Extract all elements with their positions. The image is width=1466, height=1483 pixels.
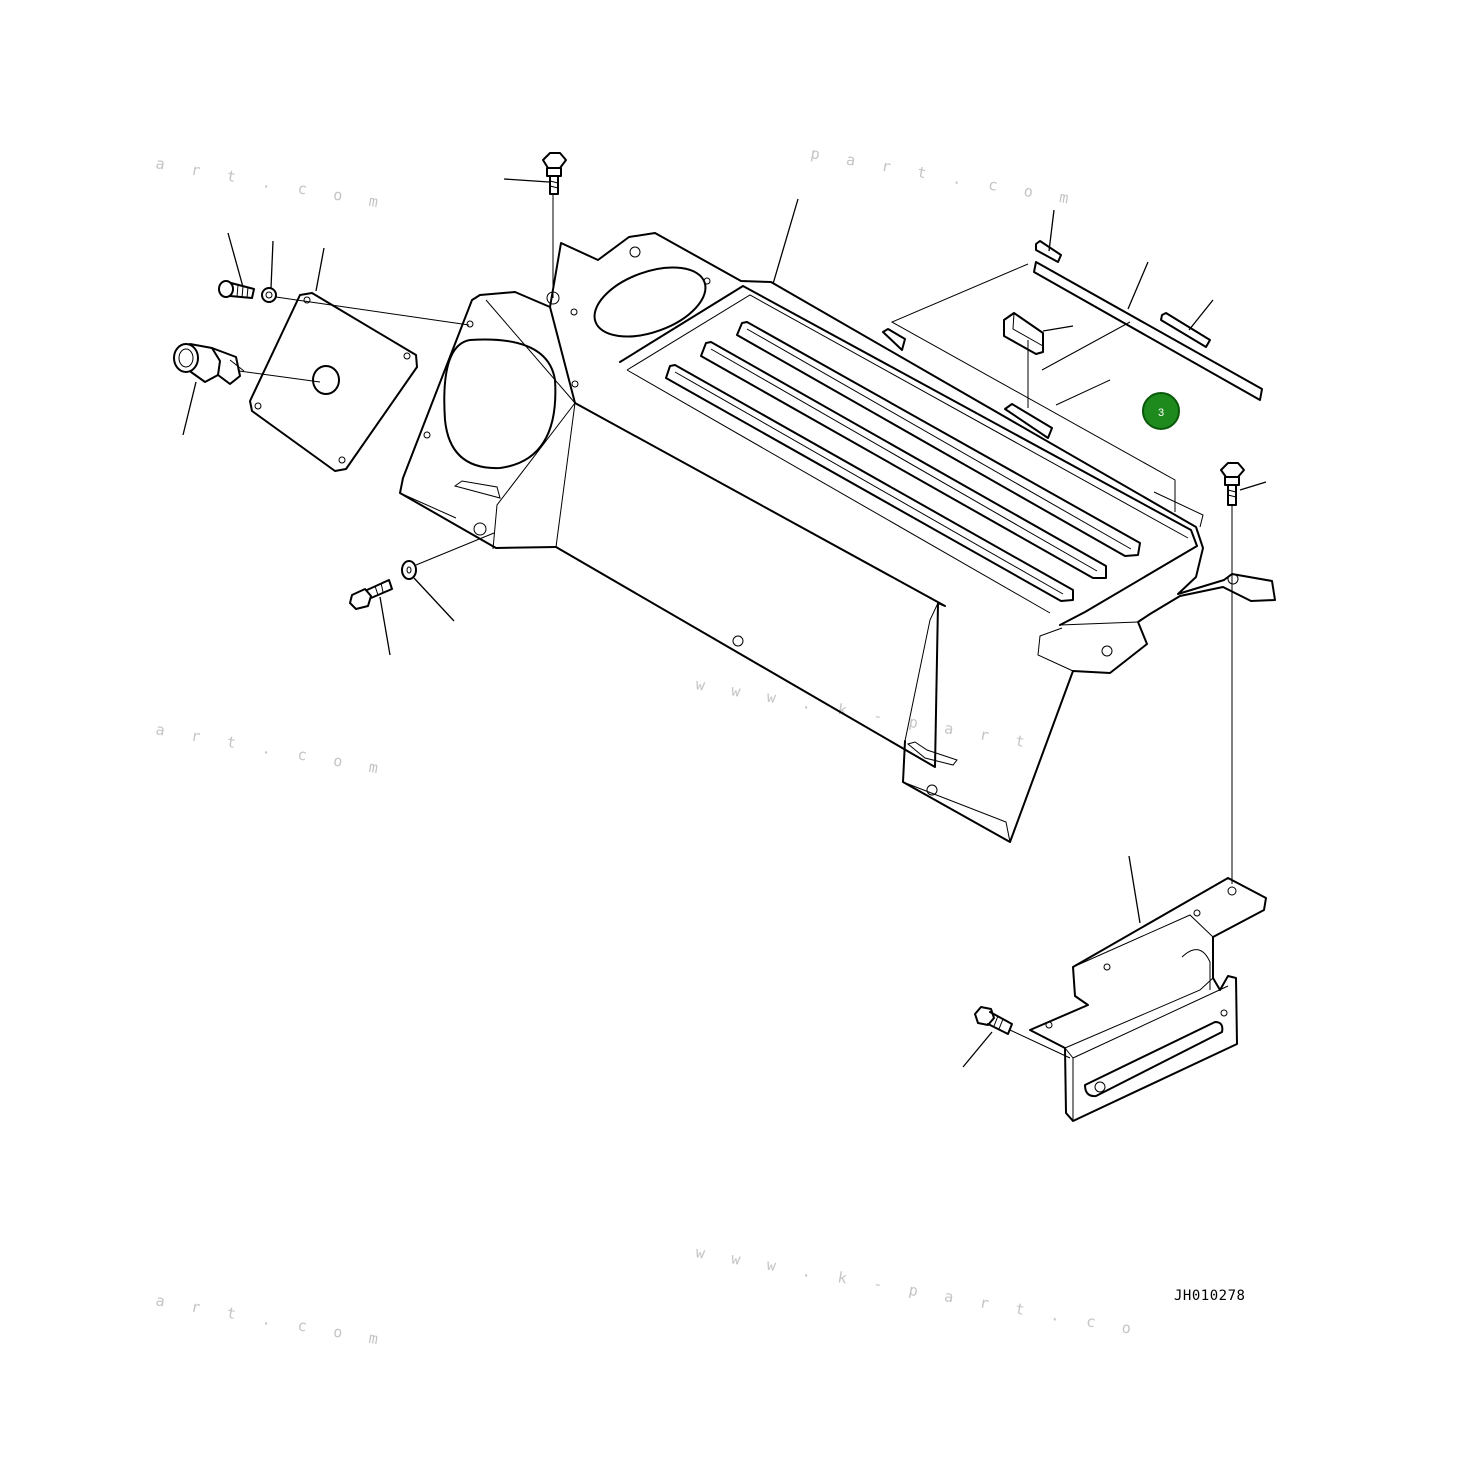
cover-plate — [249, 292, 418, 472]
watermark-2: p a r t . c o m — [809, 144, 1078, 209]
leader-lines — [182, 178, 1267, 1068]
seal-strips — [882, 240, 1263, 439]
bottom-bracket — [1029, 877, 1267, 1122]
watermark-4: w w w . k - p a r t — [694, 675, 1035, 752]
connector-plug — [173, 343, 245, 385]
watermark-3: a r t . c o m — [154, 720, 388, 778]
right-bolt — [1220, 462, 1245, 506]
callout-3[interactable]: 3 — [1142, 392, 1180, 430]
top-bolt — [542, 152, 567, 195]
drawing-code: JH010278 — [1174, 1288, 1245, 1304]
left-bolts — [218, 280, 417, 610]
watermarks: a r t . c o m p a r t . c o m a r t . c … — [154, 144, 1141, 1349]
callout-circle[interactable] — [1142, 392, 1180, 430]
main-tray — [399, 232, 1276, 843]
watermark-5: w w w . k - p a r t . c o — [694, 1243, 1141, 1339]
watermark-1: a r t . c o m — [154, 154, 388, 212]
watermark-6: a r t . c o m — [154, 1291, 388, 1349]
bracket-bolt — [974, 1006, 1013, 1035]
callout-label: 3 — [1158, 407, 1164, 419]
